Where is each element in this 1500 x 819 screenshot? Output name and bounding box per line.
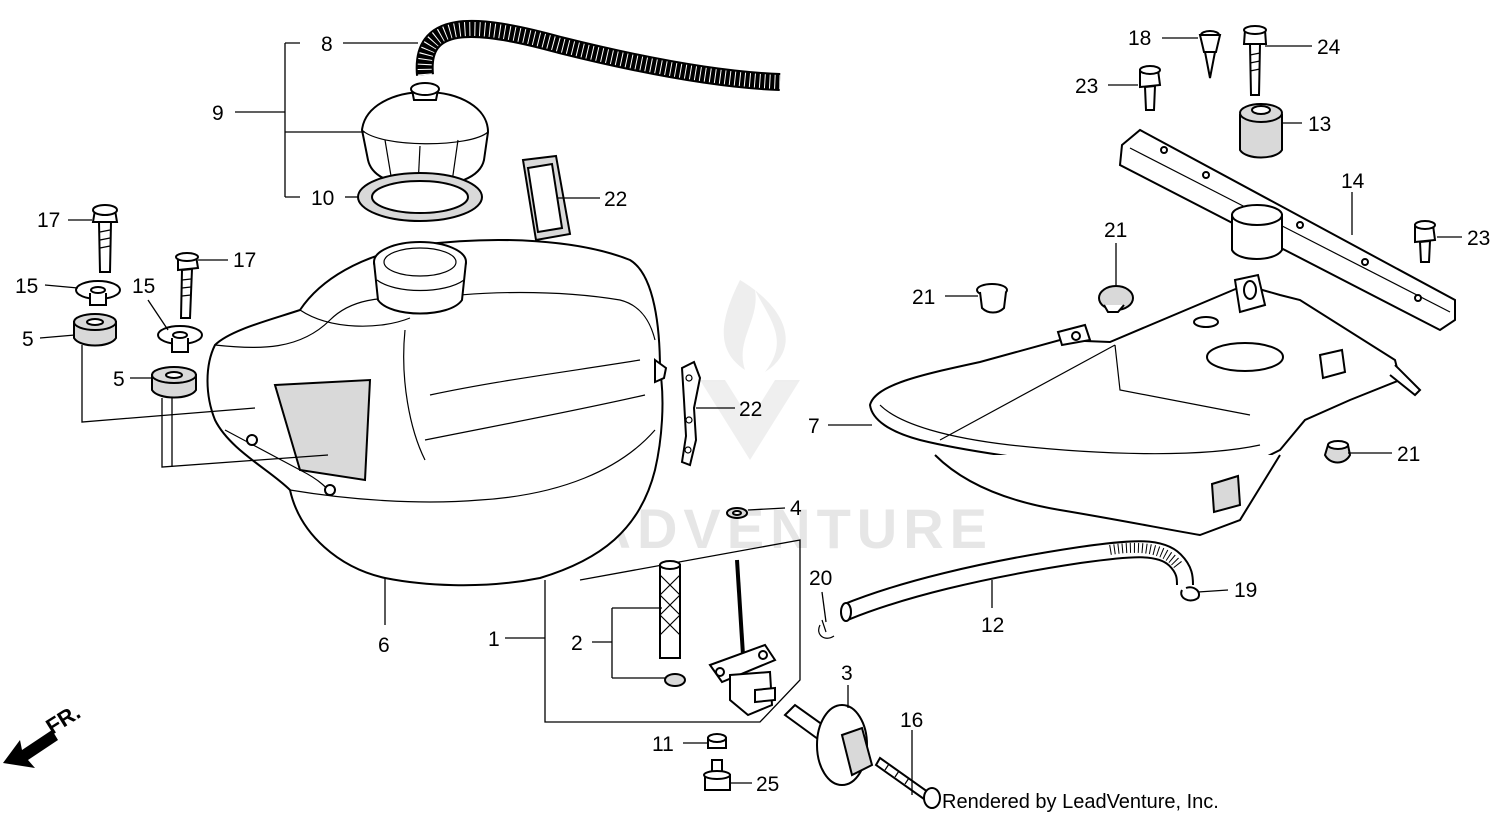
callout-14: 14 — [1341, 170, 1365, 193]
callout-4: 4 — [790, 497, 802, 520]
callout-15-right: 15 — [132, 275, 155, 298]
grommet-21-right[interactable] — [1323, 440, 1352, 464]
bolt-23-top[interactable] — [1139, 65, 1162, 111]
leader-lines — [39, 37, 1462, 795]
callout-23-right: 23 — [1467, 227, 1490, 250]
nut-11[interactable] — [707, 733, 727, 749]
bolt-23-right[interactable] — [1414, 220, 1437, 263]
washer-4[interactable] — [726, 507, 748, 519]
grommet-21-mid[interactable] — [1098, 285, 1134, 313]
callout-7: 7 — [808, 415, 820, 438]
callout-22-top: 22 — [604, 188, 627, 211]
callout-23-top: 23 — [1075, 75, 1098, 98]
fuel-valve[interactable] — [708, 559, 777, 717]
callout-10: 10 — [311, 187, 334, 210]
credit-text: Rendered by LeadVenture, Inc. — [942, 791, 1219, 813]
callout-18: 18 — [1128, 27, 1151, 50]
callout-2: 2 — [571, 632, 583, 655]
callout-15-left: 15 — [15, 275, 38, 298]
strainer-o-ring[interactable] — [664, 673, 686, 687]
callout-21-mid: 21 — [1104, 219, 1127, 242]
rubber-13[interactable] — [1239, 103, 1283, 159]
grommet-21-left[interactable] — [976, 283, 1008, 314]
tank-stay[interactable] — [1118, 128, 1456, 332]
fuel-strainer[interactable] — [659, 560, 681, 659]
bolt-24[interactable] — [1242, 25, 1268, 96]
callout-16: 16 — [900, 709, 923, 732]
callout-21-left: 21 — [912, 286, 935, 309]
fuel-tube[interactable] — [840, 540, 1194, 622]
callout-22-side: 22 — [739, 398, 762, 421]
callout-8: 8 — [321, 33, 333, 56]
tube-clip-20[interactable] — [818, 619, 835, 639]
fuel-cock-group-box — [544, 539, 801, 723]
callout-19: 19 — [1234, 579, 1257, 602]
bolt-17-left[interactable] — [91, 204, 119, 273]
tank-band-side[interactable] — [680, 360, 702, 467]
bolt-25[interactable] — [703, 759, 731, 791]
bolt-16[interactable] — [874, 756, 941, 809]
callout-5-left: 5 — [22, 328, 34, 351]
callout-17-right: 17 — [233, 249, 256, 272]
rubber-5-left[interactable] — [73, 313, 117, 347]
tank-tray[interactable] — [868, 273, 1422, 537]
watermark-logo — [700, 280, 800, 460]
callout-labels: 1 2 3 4 5 5 6 7 8 9 10 11 12 13 14 15 15… — [15, 27, 1490, 796]
collar-15-left[interactable] — [75, 280, 121, 306]
callout-5-right: 5 — [113, 368, 125, 391]
callout-6: 6 — [378, 634, 390, 657]
tube-clip-19[interactable] — [1180, 586, 1200, 602]
callout-13: 13 — [1308, 113, 1331, 136]
fuel-tank[interactable] — [206, 239, 668, 587]
callout-3: 3 — [841, 662, 853, 685]
callout-21-right: 21 — [1397, 443, 1420, 466]
fuel-cap[interactable] — [360, 82, 490, 188]
screw-18[interactable] — [1198, 30, 1222, 79]
rubber-5-right[interactable] — [151, 366, 197, 399]
mount-3[interactable] — [783, 703, 874, 786]
callout-25: 25 — [756, 773, 779, 796]
bolt-17-right[interactable] — [175, 252, 200, 319]
cap-gasket[interactable] — [357, 172, 483, 222]
callout-12: 12 — [981, 614, 1004, 637]
callout-24: 24 — [1317, 36, 1341, 59]
callout-1: 1 — [488, 628, 500, 651]
callout-20: 20 — [809, 567, 832, 590]
callout-17-left: 17 — [37, 209, 60, 232]
breather-tube[interactable] — [415, 19, 781, 91]
callout-11: 11 — [652, 733, 674, 756]
callout-9: 9 — [212, 102, 224, 125]
front-direction-arrow: FR. — [3, 699, 85, 768]
tank-band-top[interactable] — [521, 154, 572, 242]
collar-15-right[interactable] — [157, 325, 203, 353]
